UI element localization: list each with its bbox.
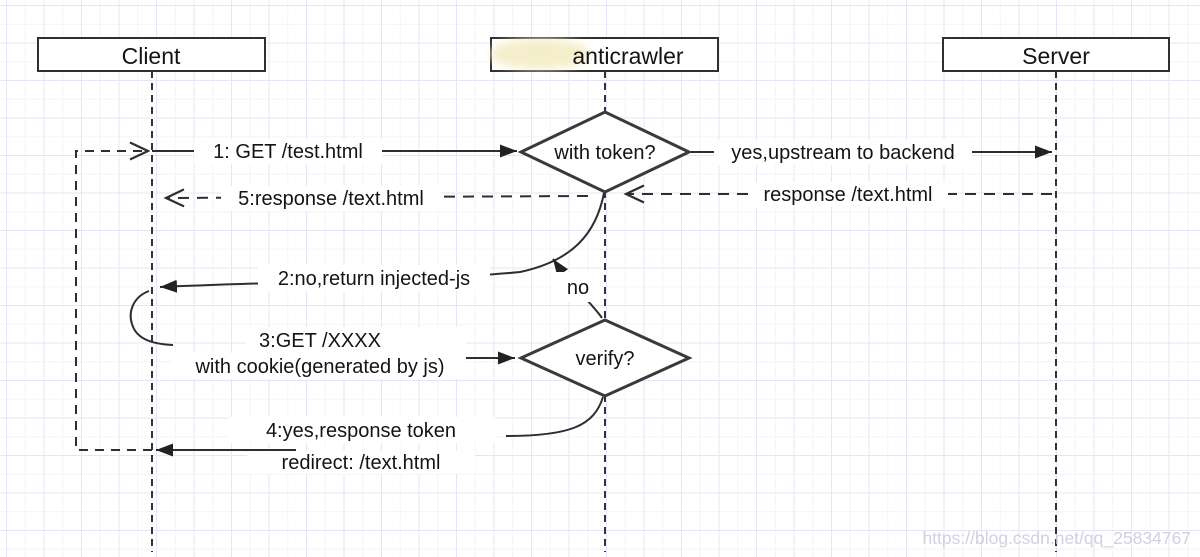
participant-label-anticrawler: anticrawler [572,43,684,69]
label-bg [221,186,441,211]
decision-with-token [517,110,693,194]
message-2-label: 2:no,return injected-js [278,268,470,290]
message-4-label-line2: redirect: /text.html [282,452,441,474]
label-bg [749,182,948,207]
client-self-hook [129,290,174,346]
message-4-label-line1: 4:yes,response token [266,420,456,442]
participant-box-server [942,37,1170,72]
participant-label-client: Client [122,43,181,69]
message-3-label-line1: 3:GET /XXXX [259,330,381,352]
decision-verify [517,318,693,398]
decision-with-token-label: with token? [553,142,655,164]
label-bg [229,417,495,443]
label-bg [246,327,466,353]
label-bg [247,451,475,474]
message-5-label: 5:response /text.html [238,188,424,210]
label-bg [258,265,490,291]
label-bg [172,353,466,379]
upstream-label: yes,upstream to backend [731,142,954,164]
participant-label-server: Server [1022,43,1090,69]
server-response-label: response /text.html [764,184,933,206]
label-bg [194,139,382,164]
label-bg [554,272,602,302]
no-branch-label: no [567,277,589,299]
watermark-url: https://blog.csdn.net/qq_25834767 [922,528,1191,549]
decision-verify-label: verify? [576,348,635,370]
label-bg [714,140,972,165]
highlight-smudge [490,39,590,69]
message-1-label: 1: GET /test.html [213,141,363,163]
message-4-curve [505,396,604,437]
retry-loop-arrow [75,141,152,451]
message-3-label-line2: with cookie(generated by js) [194,356,444,378]
participant-box-client [37,37,266,72]
